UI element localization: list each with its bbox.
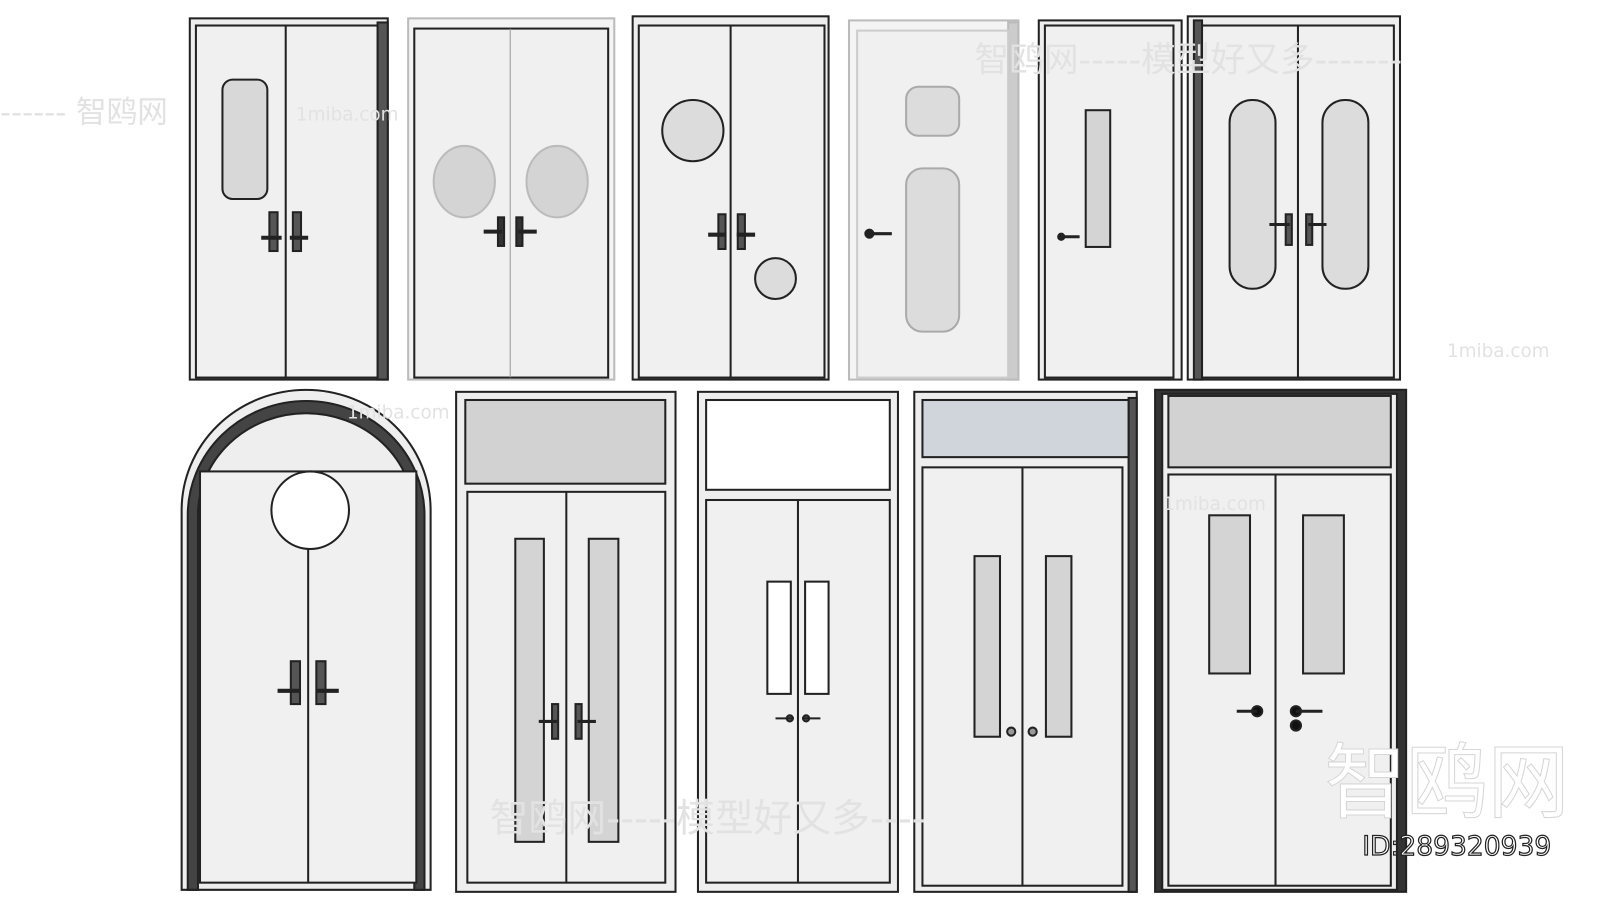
door-10-transom-double-bluegray [913,390,1138,893]
watermark-brand: ------ 智鸥网 [0,95,168,130]
watermarks: 1miba.com ------ 智鸥网 智鸥网-----模型好又多------… [0,40,1570,862]
watermark-site-4: 1miba.com [1163,494,1266,515]
watermark-site: 1miba.com [296,104,399,125]
door-9-transom-double-white [696,390,899,893]
model-id-label: ID:289320939 [1362,831,1551,862]
door-2-double-oval-windows [407,17,616,381]
watermark-brand-large: 智鸥网 [1324,736,1569,831]
door-5-single-narrow-window [1037,19,1183,381]
watermark-site-2: 1miba.com [1447,341,1550,362]
door-1-double-rect-window [188,17,389,381]
watermark-site-3: 1miba.com [347,402,450,423]
door-7-arched-double [180,388,432,891]
door-3-double-round-windows [631,15,830,381]
door-11-transom-double-dark-frame [1154,388,1408,893]
door-4-single-rounded-windows [847,19,1020,381]
watermark-top-slogan: 智鸥网-----模型好又多------- [974,40,1402,80]
watermark-slogan: 智鸥网-----模型好又多---- [490,797,926,842]
door-8-transom-double [455,390,677,893]
door-6-double-capsule-windows [1186,15,1402,381]
